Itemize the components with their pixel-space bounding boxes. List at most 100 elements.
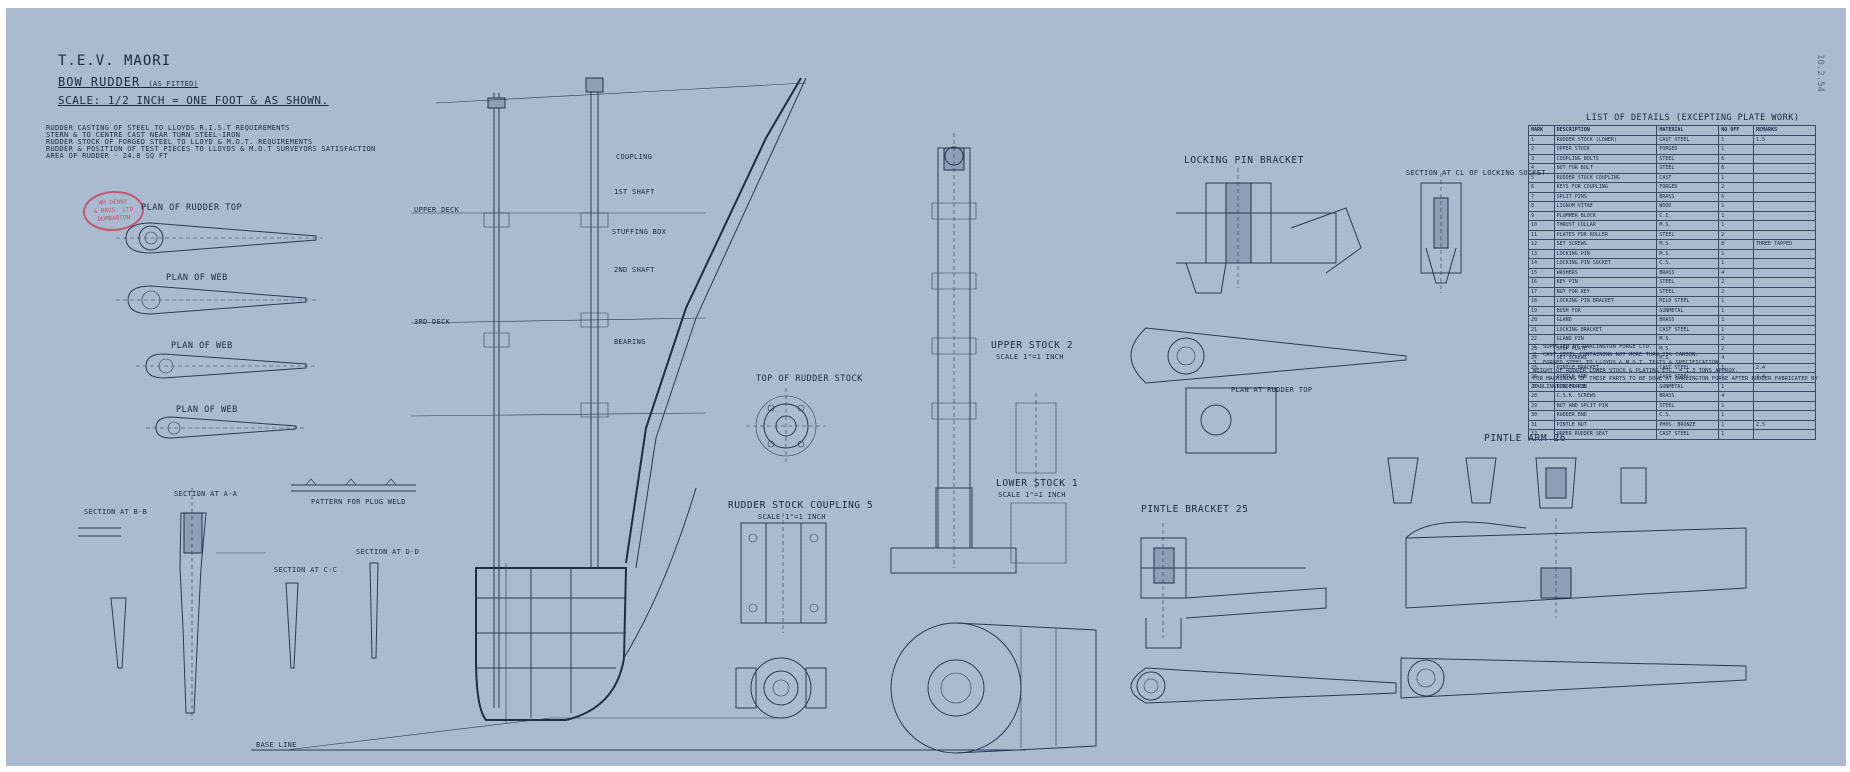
table-cell bbox=[1753, 144, 1816, 155]
table-cell: C.I. bbox=[1656, 210, 1720, 221]
general-note: RUDDER CASTING OF STEEL TO LLOYDS R.I.S.… bbox=[46, 124, 290, 132]
label-top-rudder-stock: TOP OF RUDDER STOCK bbox=[756, 374, 863, 384]
table-cell bbox=[1753, 277, 1816, 288]
table-cell bbox=[1753, 163, 1816, 174]
table-cell: 13 bbox=[1528, 248, 1555, 259]
table-cell bbox=[1753, 229, 1816, 240]
rudder-elevation bbox=[251, 78, 1026, 750]
table-cell: PHOS. BRONZE bbox=[1656, 419, 1720, 430]
table-cell: FORGED bbox=[1656, 182, 1720, 193]
table-cell: GLAND bbox=[1553, 315, 1658, 326]
label-coupling-scale: SCALE 1"=1 INCH bbox=[758, 513, 826, 521]
table-cell: STEEL bbox=[1656, 286, 1720, 297]
table-cell: MILD STEEL bbox=[1656, 296, 1720, 307]
table-cell bbox=[1753, 267, 1816, 278]
table-cell: 31 bbox=[1528, 419, 1555, 430]
label-lower-stock-scale: SCALE 1"=1 INCH bbox=[998, 491, 1066, 499]
pintle-bracket-number: 25 bbox=[1235, 504, 1249, 515]
table-cell: 5 bbox=[1528, 172, 1555, 183]
technical-drawing bbox=[6, 8, 1846, 766]
table-cell: 28 bbox=[1528, 391, 1555, 402]
table-cell: BRASS bbox=[1656, 191, 1720, 202]
table-cell bbox=[1753, 286, 1816, 297]
table-cell bbox=[1753, 172, 1816, 183]
table-cell: 1 bbox=[1718, 134, 1755, 145]
table-header-cell: NO OFF bbox=[1718, 125, 1755, 136]
table-cell: STEEL bbox=[1656, 163, 1720, 174]
table-cell: THREE TAPPED bbox=[1753, 239, 1816, 250]
scale-note: SCALE: 1/2 INCH = ONE FOOT & AS SHOWN. bbox=[58, 94, 329, 107]
table-cell bbox=[1753, 153, 1816, 164]
table-cell: 1 bbox=[1718, 210, 1755, 221]
label-upper-deck: UPPER DECK bbox=[414, 206, 460, 214]
table-cell: PINTLE NUT bbox=[1553, 419, 1658, 430]
table-cell: 12 bbox=[1528, 239, 1555, 250]
table-cell: C.S. bbox=[1656, 258, 1720, 269]
table-cell: 17 bbox=[1528, 286, 1555, 297]
ship-title: T.E.V. MAORI bbox=[58, 53, 172, 69]
table-cell: 1 bbox=[1718, 144, 1755, 155]
table-cell bbox=[1753, 410, 1816, 421]
table-cell: 8 bbox=[1718, 239, 1755, 250]
table-cell: LOCKING PIN bbox=[1553, 248, 1658, 259]
table-note: FOR MACHINING OF THESE PARTS TO BE DONE … bbox=[1533, 376, 1818, 390]
table-cell bbox=[1753, 220, 1816, 231]
drawing-sheet: T.E.V. MAORI BOW RUDDER (AS FITTED) SCAL… bbox=[6, 8, 1846, 766]
general-note: AREA OF RUDDER - 24.8 SQ FT bbox=[46, 152, 168, 160]
table-header-cell: MARK bbox=[1528, 125, 1555, 136]
table-cell: UPPER RUDDER SEAT bbox=[1553, 429, 1658, 440]
table-cell: 19 bbox=[1528, 305, 1555, 316]
table-notes: 1. SUPPLIED BY DARLINGTON FORGE LTD. 2. … bbox=[1533, 343, 1846, 391]
label-plan-rudder-top: PLAN OF RUDDER TOP bbox=[141, 203, 243, 213]
table-cell: LOCKING BRACKET bbox=[1553, 324, 1658, 335]
rudder-stock-coupling bbox=[736, 513, 826, 718]
upper-lower-stock bbox=[891, 133, 1096, 753]
table-cell: THRUST COLLAR bbox=[1553, 220, 1658, 231]
table-cell: WASHERS bbox=[1553, 267, 1658, 278]
table-cell: 21 bbox=[1528, 324, 1555, 335]
table-cell: 29 bbox=[1528, 400, 1555, 411]
table-cell: 6 bbox=[1718, 153, 1755, 164]
plug-weld-pattern bbox=[291, 479, 416, 491]
table-cell: 16 bbox=[1528, 277, 1555, 288]
table-cell: COUPLING BOLTS bbox=[1553, 153, 1658, 164]
table-cell: KEY PIN bbox=[1553, 277, 1658, 288]
corner-mark: 10.2.54 bbox=[1814, 54, 1825, 92]
label-plug-weld: PATTERN FOR PLUG WELD bbox=[311, 498, 406, 506]
section-aa bbox=[78, 488, 378, 720]
table-cell bbox=[1753, 305, 1816, 316]
table-cell bbox=[1753, 296, 1816, 307]
table-cell: PLATES FOR ROLLER bbox=[1553, 229, 1658, 240]
table-cell: FORGED bbox=[1656, 144, 1720, 155]
table-cell: CAST STEEL bbox=[1656, 429, 1720, 440]
table-cell: BUSH FOR bbox=[1553, 305, 1658, 316]
table-header-cell: REMARKS bbox=[1753, 125, 1816, 136]
table-cell: 2 bbox=[1718, 229, 1755, 240]
table-cell bbox=[1753, 258, 1816, 269]
table-cell bbox=[1753, 400, 1816, 411]
table-cell: 8 bbox=[1528, 201, 1555, 212]
plan-views-left bbox=[116, 223, 326, 438]
table-cell: BRASS bbox=[1656, 391, 1720, 402]
table-cell: 1 bbox=[1718, 248, 1755, 259]
label-stuffing-box: STUFFING BOX bbox=[612, 228, 667, 236]
table-cell: WOOD bbox=[1656, 201, 1720, 212]
table-cell: CAST STEEL bbox=[1656, 324, 1720, 335]
table-cell: 1 bbox=[1718, 315, 1755, 326]
label-rudder-stock-coupling: RUDDER STOCK COUPLING 5 bbox=[728, 500, 873, 511]
locking-pin-bracket bbox=[1131, 168, 1406, 453]
table-cell: 4 bbox=[1718, 391, 1755, 402]
